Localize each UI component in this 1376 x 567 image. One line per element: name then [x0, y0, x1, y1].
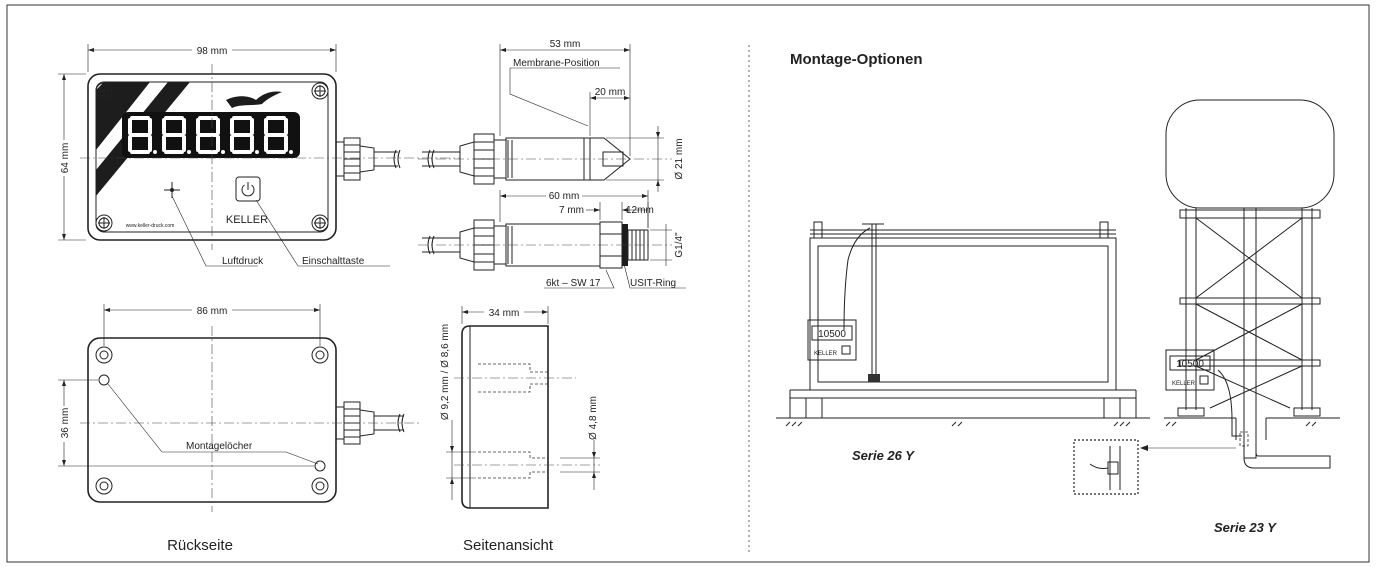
sensor-side-view: 53 mm Membrane-Position 20 mm Ø 21 mm	[418, 39, 685, 192]
sensor-length-dim: 53 mm	[550, 39, 581, 50]
hex-label: 6kt – SW 17	[546, 278, 601, 289]
back-side-caption: Rückseite	[167, 537, 233, 554]
display-value-26y: 10500	[818, 329, 846, 340]
dim-12-label: 12mm	[626, 205, 654, 216]
power-button-label: Einschalttaste	[302, 256, 365, 267]
crosshair-icon	[164, 182, 180, 198]
sensor-diameter-dim: Ø 21 mm	[674, 138, 685, 179]
front-height-dim: 64 mm	[60, 143, 71, 174]
tower-installation-23y: 10500 KELLER Serie 23 Y	[1073, 99, 1340, 535]
display-digit	[230, 116, 259, 154]
display-brand-23y: KELLER	[1172, 381, 1196, 387]
front-width-dim: 98 mm	[197, 46, 228, 57]
serie-23y-label: Serie 23 Y	[1214, 520, 1277, 535]
mounting-holes-label: Montagelöcher	[186, 441, 253, 452]
display-digit	[162, 116, 191, 154]
display-digits	[128, 116, 293, 154]
back-width-dim: 86 mm	[197, 306, 228, 317]
tank-installation-26y: 10500 KELLER Serie 26 Y	[776, 221, 1150, 463]
screw-icon	[95, 214, 113, 232]
sensor-threaded-view: 60 mm 7 mm 12mm G1/4" 6kt – SW 17 USIT-R…	[418, 189, 686, 289]
back-view: 86 mm 36 mm Montagelöcher Rückseite	[57, 304, 420, 554]
screw-icon	[311, 82, 329, 100]
display-digit	[196, 116, 225, 154]
back-height-dim: 36 mm	[60, 408, 71, 439]
website-label: www.keller-druck.com	[126, 223, 175, 229]
screw-icon	[311, 214, 329, 232]
mounting-hole-icon	[95, 477, 113, 495]
mounting-hole-icon	[311, 477, 329, 495]
screw-icon	[95, 82, 113, 100]
usit-ring-label: USIT-Ring	[630, 278, 676, 289]
mounting-hole-icon	[95, 346, 113, 364]
side-view-caption: Seitenansicht	[463, 537, 554, 554]
display-digit	[264, 116, 293, 154]
detail-inset	[1073, 439, 1139, 495]
mounting-hole-icon	[311, 346, 329, 364]
side-width-dim: 34 mm	[489, 308, 520, 319]
display-digit	[128, 116, 157, 154]
display-value-23y: 10500	[1176, 359, 1204, 370]
dim-7-label: 7 mm	[559, 205, 584, 216]
brand-label: KELLER	[226, 214, 268, 226]
front-view: KELLER www.keller-druck.com 98 mm 64 mm …	[57, 44, 460, 267]
display-brand-26y: KELLER	[814, 351, 838, 357]
power-button[interactable]	[235, 176, 261, 202]
thread-length-dim: 60 mm	[549, 191, 580, 202]
power-icon	[241, 182, 255, 197]
serie-26y-label: Serie 26 Y	[852, 448, 915, 463]
membrane-offset-dim: 20 mm	[595, 87, 626, 98]
side-hole-small-dim: Ø 4,8 mm	[588, 396, 599, 440]
air-pressure-label: Luftdruck	[222, 256, 264, 267]
thread-size-label: G1/4"	[674, 232, 685, 258]
membrane-position-label: Membrane-Position	[513, 58, 600, 69]
side-profile-view: 34 mm Ø 9,2 mm / Ø 8,6 mm Ø 4,8 mm Seite…	[440, 306, 600, 554]
side-hole-large-dim: Ø 9,2 mm / Ø 8,6 mm	[440, 324, 451, 420]
mounting-options-title: Montage-Optionen	[790, 51, 922, 68]
bird-logo-icon	[226, 91, 282, 108]
